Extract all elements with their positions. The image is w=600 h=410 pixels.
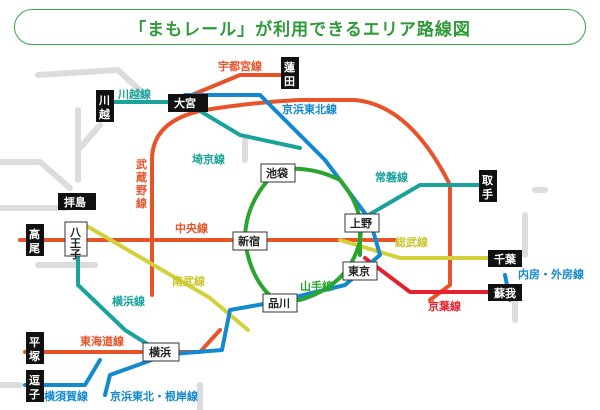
svg-text:高: 高	[29, 227, 40, 241]
station-ueno: 上野	[350, 216, 372, 230]
line-label-joban: 常磐線	[375, 170, 408, 184]
station-chiba: 千葉	[494, 252, 517, 266]
svg-text:手: 手	[482, 187, 493, 201]
svg-text:子: 子	[70, 248, 81, 261]
line-label-keiyo: 京葉線	[428, 299, 461, 313]
station-shinjuku: 新宿	[238, 234, 260, 248]
terminal-stations: 大宮 川越 蓮田 取手 千葉 蘇我 拝島 高尾 平塚 逗子	[26, 57, 522, 402]
title-banner: 「まもレール」が利用できるエリア路線図	[14, 9, 586, 45]
svg-text:八: 八	[69, 226, 82, 239]
station-omiya: 大宮	[174, 96, 196, 110]
line-label-keihin-tohoku: 京浜東北線	[282, 102, 337, 116]
line-label-yokosuka: 横須賀線	[44, 389, 88, 403]
svg-text:線: 線	[136, 196, 147, 210]
line-label-saikyo: 埼京線	[192, 152, 225, 166]
svg-text:取: 取	[482, 174, 493, 187]
svg-text:王: 王	[70, 237, 81, 250]
line-label-keihin-negishi: 京浜東北・根岸線	[110, 389, 198, 403]
keiyo-line	[363, 256, 507, 294]
station-takao: 高尾	[28, 227, 40, 255]
station-kawagoe: 川越	[98, 94, 111, 121]
joban-line	[358, 183, 492, 222]
yamanote-line	[243, 166, 363, 302]
background-tracks	[0, 66, 548, 410]
line-label-sobu: 総武線	[395, 235, 428, 249]
station-ikebukuro: 池袋	[266, 166, 289, 180]
svg-text:川: 川	[98, 94, 110, 107]
station-tokyo: 東京	[348, 264, 370, 278]
inner-stations: 池袋 新宿 上野 東京 品川 横浜 八王子	[64, 163, 380, 362]
line-label-utsunomiya: 宇都宮線	[218, 59, 262, 73]
line-label-yamanote: 山手線	[300, 279, 333, 293]
station-yokohama: 横浜	[149, 345, 171, 359]
svg-text:子: 子	[29, 388, 40, 401]
svg-text:塚: 塚	[29, 349, 40, 363]
svg-text:蓮: 蓮	[284, 60, 295, 74]
svg-text:尾: 尾	[28, 242, 40, 255]
svg-text:野: 野	[136, 184, 147, 197]
line-label-tokaido: 東海道線	[80, 334, 124, 348]
station-zushi: 逗子	[29, 373, 40, 401]
station-soga: 蘇我	[493, 286, 516, 300]
line-label-nambu: 南武線	[172, 274, 205, 288]
svg-text:逗: 逗	[29, 373, 40, 387]
svg-text:武: 武	[136, 157, 147, 171]
line-label-chuo: 中央線	[175, 221, 208, 235]
station-hasuda: 蓮田	[284, 60, 295, 88]
musashino-line	[150, 98, 452, 302]
svg-text:蔵: 蔵	[136, 170, 147, 184]
line-label-kawagoe: 川越線	[117, 87, 151, 101]
page-title: 「まもレール」が利用できるエリア路線図	[129, 19, 471, 40]
station-hiratsuka: 平塚	[29, 336, 40, 363]
saikyo-line	[183, 100, 302, 150]
svg-text:越: 越	[98, 107, 111, 121]
svg-text:田: 田	[284, 75, 295, 88]
station-toride: 取手	[482, 174, 493, 201]
station-hachioji: 八王子	[69, 226, 82, 261]
station-haijima: 拝島	[64, 195, 86, 209]
yokosuka-line	[23, 358, 102, 387]
line-label-yokohama: 横浜線	[112, 294, 145, 308]
station-shinagawa: 品川	[268, 297, 290, 310]
line-label-uchibo-sotobo: 内房・外房線	[518, 267, 584, 281]
line-label-musashino: 武 蔵 野 線	[136, 157, 147, 210]
nambu-line	[83, 223, 250, 332]
svg-text:平: 平	[29, 336, 40, 349]
negishi-line	[103, 355, 162, 397]
